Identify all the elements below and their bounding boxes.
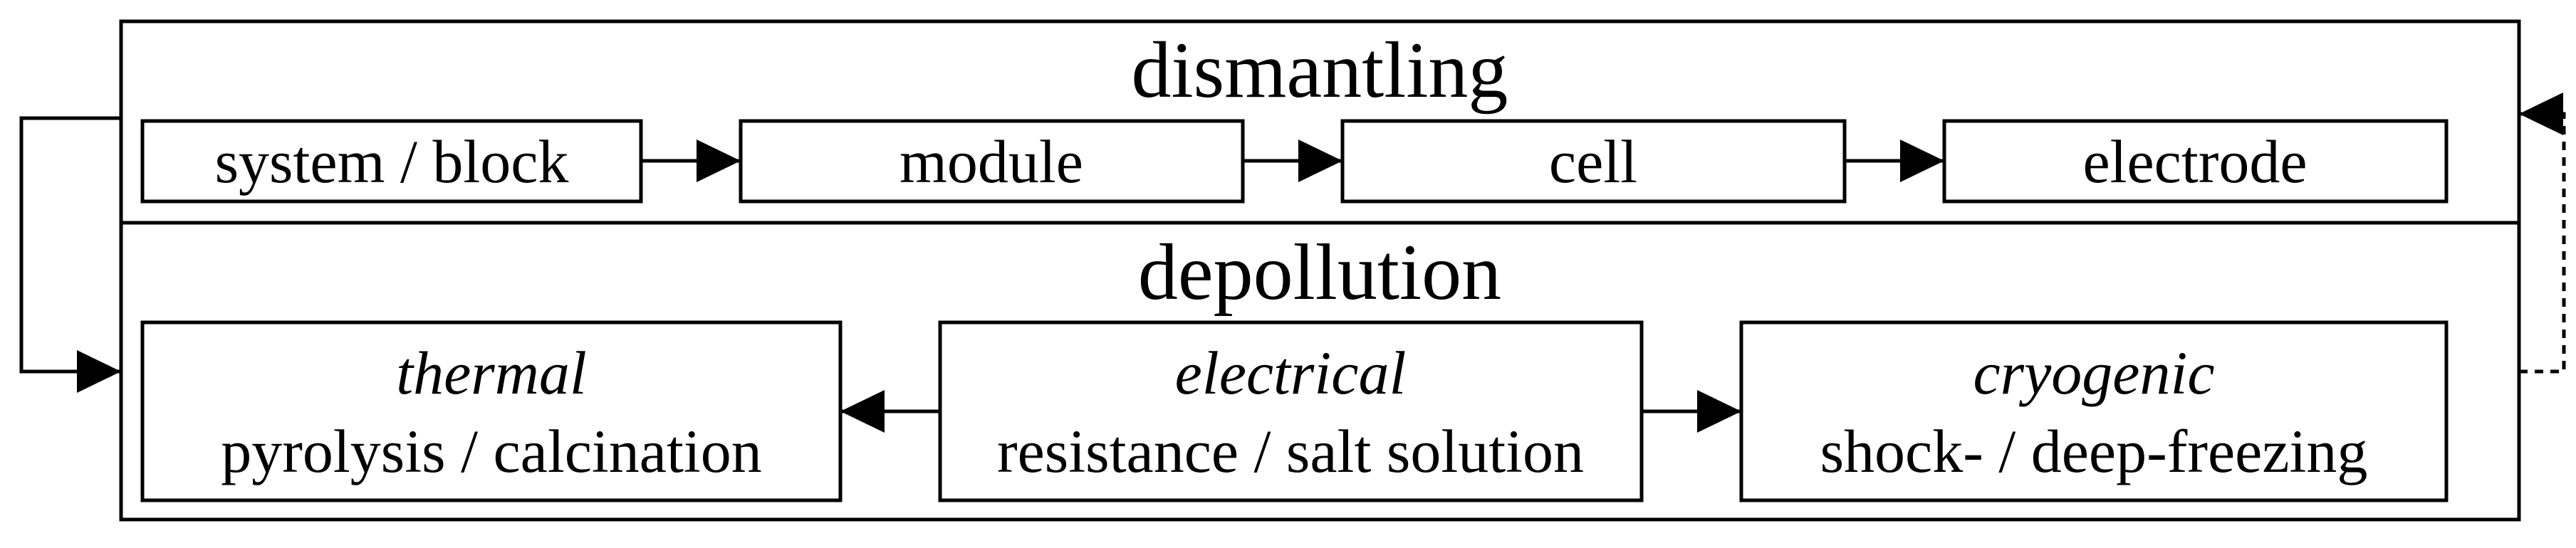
method-category: thermal (396, 339, 587, 407)
depollution-method-cryogenic: cryogenic shock- / deep-freezing (1739, 320, 2449, 502)
step-label: electrode (2082, 127, 2307, 196)
method-detail: pyrolysis / calcination (221, 417, 762, 485)
depollution-method-electrical: electrical resistance / salt solution (938, 320, 1644, 502)
step-label: system / block (215, 127, 569, 196)
dismantling-step-system-block: system / block (140, 119, 643, 204)
method-category: electrical (1175, 339, 1407, 407)
arrow-dismantling-to-depollution (19, 116, 121, 393)
method-detail: resistance / salt solution (997, 417, 1584, 485)
depollution-title: depollution (1138, 228, 1501, 317)
dismantling-step-module: module (739, 119, 1245, 204)
method-detail: shock- / deep-freezing (1820, 417, 2368, 485)
step-label: module (899, 127, 1083, 196)
dismantling-title: dismantling (1132, 26, 1508, 115)
method-category: cryogenic (1973, 339, 2214, 407)
dismantling-step-electrode: electrode (1942, 119, 2449, 204)
arrow-depollution-return-dashed (2519, 93, 2566, 374)
step-label: cell (1549, 127, 1637, 196)
dismantling-step-cell: cell (1340, 119, 1847, 204)
depollution-method-thermal: thermal pyrolysis / calcination (140, 320, 843, 502)
